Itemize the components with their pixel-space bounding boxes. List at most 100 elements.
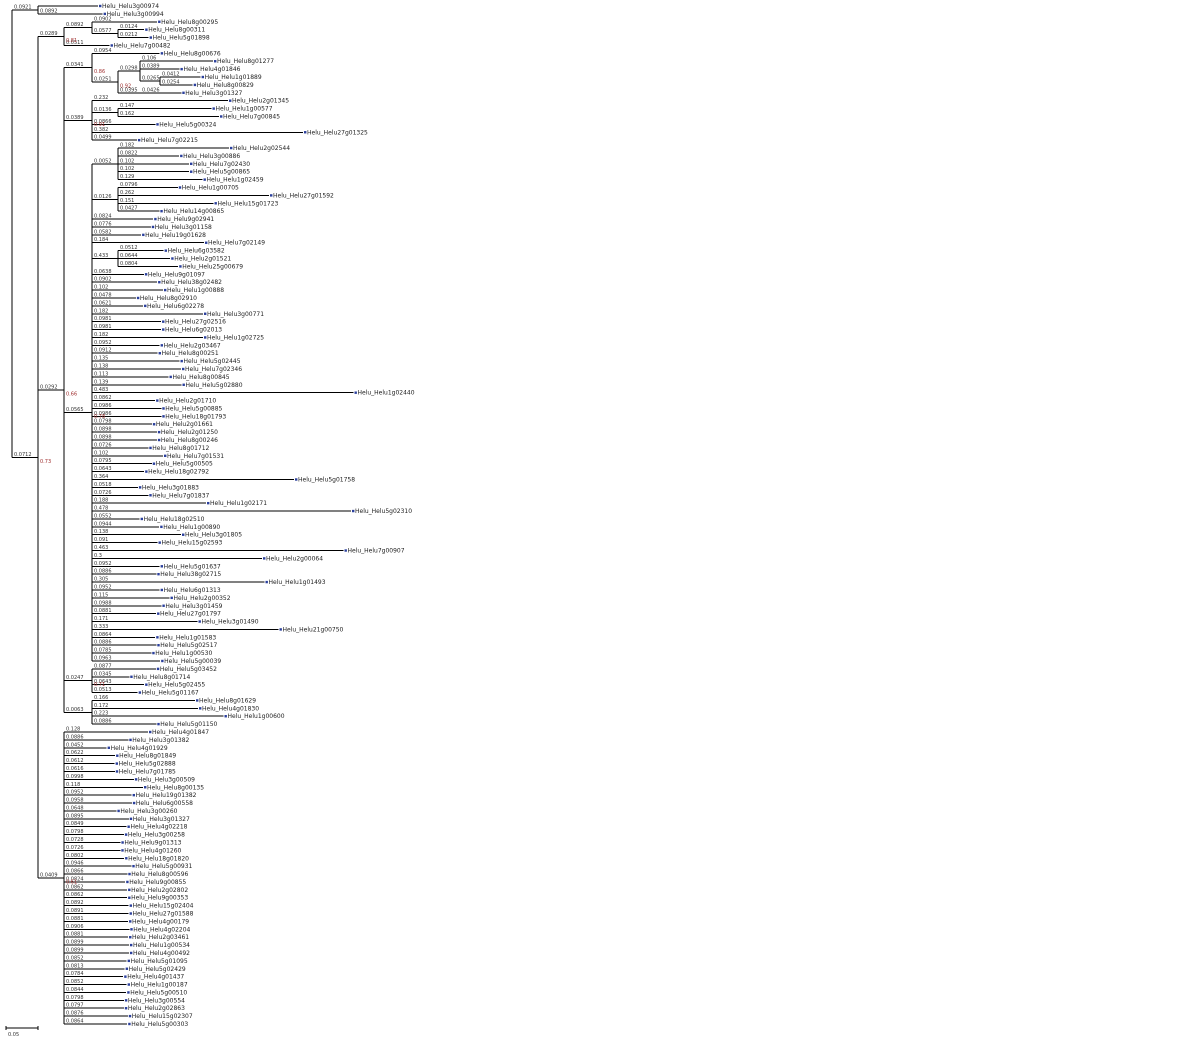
branch-length-label: 0.118 bbox=[66, 782, 80, 788]
branch-length-label: 0.184 bbox=[94, 237, 108, 243]
branch-length-label: 0.0251 bbox=[94, 76, 112, 82]
leaf-marker bbox=[129, 951, 133, 955]
support-label: 0.61 bbox=[66, 880, 77, 886]
leaf-marker bbox=[162, 407, 165, 410]
leaf-marker bbox=[180, 359, 183, 363]
branch-length-label: 0.0648 bbox=[66, 805, 84, 811]
leaf-marker bbox=[129, 912, 132, 915]
branch-length-label: 0.0612 bbox=[66, 758, 84, 764]
branch-length-label: 0.128 bbox=[66, 727, 80, 733]
branch-length-label: 0.0852 bbox=[66, 979, 84, 985]
leaf-marker bbox=[129, 935, 132, 939]
leaf-marker bbox=[128, 888, 131, 892]
leaf-marker bbox=[137, 138, 141, 142]
leaf-label: Helu_Helu18g01820 bbox=[128, 855, 189, 862]
branch-length-label: 0.0986 bbox=[94, 403, 112, 409]
branch-length-label: 0.091 bbox=[94, 537, 108, 543]
leaf-label: Helu_Helu15g02593 bbox=[162, 540, 223, 547]
branch-length-label: 0.0952 bbox=[94, 561, 112, 567]
leaf-marker bbox=[201, 75, 204, 79]
leaf-label: Helu_Helu5g00039 bbox=[164, 658, 221, 665]
branch-length-label: 0.0785 bbox=[94, 648, 112, 654]
leaf-marker bbox=[203, 178, 206, 181]
branch-length-label: 0.172 bbox=[94, 703, 108, 709]
leaf-marker bbox=[145, 470, 148, 473]
branch-length-label: 0.0511 bbox=[66, 40, 84, 46]
leaf-marker bbox=[138, 486, 142, 489]
leaf-marker bbox=[116, 754, 119, 757]
leaf-marker bbox=[204, 312, 207, 315]
leaf-marker bbox=[212, 107, 215, 110]
leaf-label: Helu_Helu5g00303 bbox=[131, 1021, 188, 1028]
leaf-label: Helu_Helu5g01150 bbox=[160, 721, 217, 728]
leaf-label: Helu_Helu2g01250 bbox=[161, 429, 218, 436]
leaf-label: Helu_Helu1g02171 bbox=[210, 500, 267, 507]
leaf-label: Helu_Helu3g01805 bbox=[185, 532, 242, 539]
branch-length-label: 0.0247 bbox=[66, 675, 84, 681]
leaf-label: Helu_Helu9g00353 bbox=[131, 895, 188, 902]
leaf-marker bbox=[128, 872, 131, 876]
leaf-label: Helu_Helu6g02013 bbox=[165, 327, 222, 334]
leaf-marker bbox=[126, 880, 129, 884]
branch-length-label: 0.0886 bbox=[94, 569, 112, 575]
leaf-marker bbox=[138, 691, 142, 694]
branch-length-label: 0.151 bbox=[120, 198, 134, 204]
branch-length-label: 0.0796 bbox=[120, 182, 138, 188]
branch-length-label: 0.0804 bbox=[120, 261, 138, 267]
leaf-label: Helu_Helu3g00258 bbox=[128, 832, 185, 839]
branch-length-label: 0.0797 bbox=[66, 1003, 84, 1009]
branch-length-label: 0.305 bbox=[94, 577, 108, 583]
leaf-marker bbox=[229, 99, 232, 102]
leaf-marker bbox=[132, 801, 136, 805]
leaf-label: Helu_Helu8g00596 bbox=[131, 871, 188, 878]
leaf-label: Helu_Helu6g01313 bbox=[164, 587, 221, 594]
leaf-label: Helu_Helu2g01521 bbox=[174, 256, 231, 263]
leaf-marker bbox=[149, 730, 152, 734]
branch-length-label: 0.147 bbox=[120, 103, 134, 109]
leaf-label: Helu_Helu1g00890 bbox=[163, 524, 220, 531]
leaf-marker bbox=[157, 438, 161, 442]
leaf-marker bbox=[204, 336, 207, 339]
leaf-marker bbox=[162, 328, 165, 331]
branch-length-label: 0.0886 bbox=[94, 719, 112, 725]
branch-length-label: 0.0958 bbox=[66, 798, 84, 804]
branch-length-label: 0.0988 bbox=[94, 600, 112, 606]
leaf-label: Helu_Helu19g01628 bbox=[145, 232, 206, 239]
leaf-marker bbox=[156, 667, 160, 671]
branch-length-label: 0.0124 bbox=[120, 24, 138, 30]
leaf-label: Helu_Helu5g01637 bbox=[164, 563, 221, 570]
branch-length-label: 0.0478 bbox=[94, 292, 112, 298]
leaf-marker bbox=[160, 588, 163, 592]
leaf-label: Helu_Helu5g00931 bbox=[135, 863, 192, 870]
branch-length-label: 0.0512 bbox=[120, 245, 138, 251]
leaf-label: Helu_Helu1g00600 bbox=[228, 713, 285, 720]
leaf-marker bbox=[149, 36, 152, 39]
leaf-marker bbox=[124, 975, 127, 978]
branch-length-label: 0.0798 bbox=[66, 829, 84, 835]
leaf-marker bbox=[128, 1022, 131, 1026]
branch-length-label: 0.478 bbox=[94, 506, 108, 512]
leaf-label: Helu_Helu7g02346 bbox=[185, 366, 242, 373]
leaf-marker bbox=[182, 91, 185, 95]
leaf-marker bbox=[152, 462, 156, 465]
leaf-label: Helu_Helu18g02510 bbox=[144, 516, 205, 523]
leaf-marker bbox=[224, 715, 227, 718]
branch-length-label: 0.0912 bbox=[94, 348, 112, 354]
leaf-marker bbox=[117, 809, 120, 813]
branch-length-label: 0.0409 bbox=[40, 873, 58, 879]
support-label: 0.86 bbox=[94, 69, 105, 75]
leaf-marker bbox=[129, 920, 132, 923]
leaf-marker bbox=[103, 12, 106, 16]
leaf-label: Helu_Helu1g02459 bbox=[207, 177, 264, 184]
branch-length-label: 0.0212 bbox=[120, 32, 138, 38]
branch-length-label: 0.0582 bbox=[94, 229, 112, 235]
leaf-marker bbox=[207, 501, 210, 505]
branch-length-label: 0.0412 bbox=[162, 72, 180, 78]
leaf-marker bbox=[128, 896, 131, 899]
leaf-label: Helu_Helu4g01847 bbox=[152, 729, 209, 736]
leaf-marker bbox=[198, 620, 201, 623]
branch-length-label: 0.102 bbox=[94, 285, 108, 291]
leaf-label: Helu_Helu14g00865 bbox=[163, 208, 224, 215]
leaf-label: Helu_Helu8g00251 bbox=[162, 350, 219, 357]
branch-length-label: 0.0622 bbox=[66, 750, 84, 756]
